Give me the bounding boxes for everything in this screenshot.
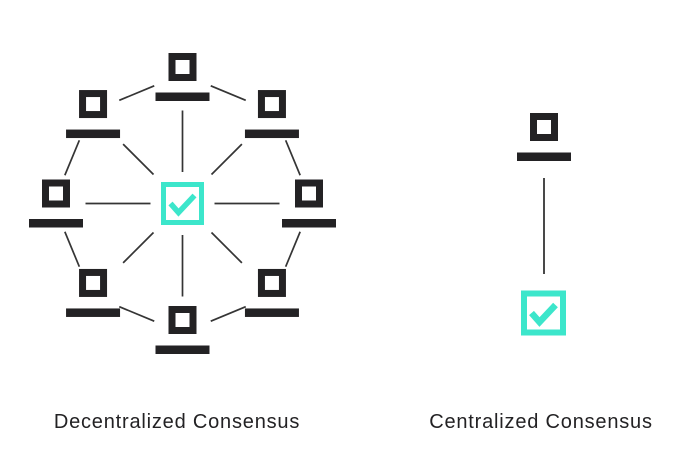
- centralized-network-diagram: [517, 113, 571, 336]
- ring-connector-line: [64, 231, 81, 268]
- computer-node-icon: [155, 53, 210, 101]
- computer-node-icon: [244, 268, 299, 317]
- computer-node-icon: [282, 179, 336, 228]
- computer-node-icon: [29, 179, 83, 228]
- ring-connector-line: [210, 85, 247, 102]
- ring-connector-line: [118, 305, 155, 322]
- decentralized-network-diagram: [29, 53, 336, 354]
- ring-connector-line: [64, 139, 81, 176]
- radial-connector-line: [122, 231, 155, 264]
- computer-node-icon: [66, 90, 121, 139]
- ring-connector-line: [118, 85, 155, 102]
- ring-connector-line: [210, 305, 247, 322]
- ring-connector-line: [284, 139, 301, 176]
- computer-node-icon: [66, 268, 121, 317]
- computer-node-icon: [244, 90, 299, 139]
- centralized-consensus-label: Centralized Consensus: [429, 411, 653, 433]
- checked-checkbox-icon: [161, 182, 204, 225]
- ring-connector-line: [284, 231, 301, 268]
- radial-connector-line: [122, 143, 155, 176]
- computer-node-icon: [155, 306, 210, 354]
- computer-node-icon: [517, 113, 571, 161]
- radial-connector-line: [210, 143, 243, 176]
- decentralized-consensus-label: Decentralized Consensus: [53, 411, 301, 433]
- radial-connector-line: [210, 231, 243, 264]
- checked-checkbox-icon: [521, 290, 566, 336]
